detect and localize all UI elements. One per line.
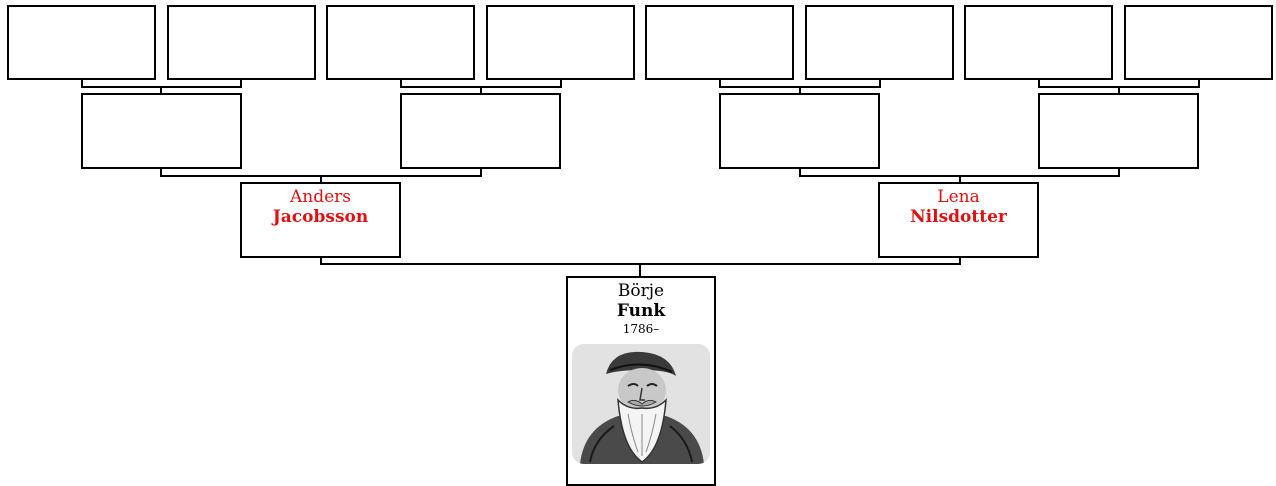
grandparent-box-3[interactable] (719, 93, 880, 169)
great-grandparent-box-5[interactable] (645, 5, 794, 80)
grandparent-box-2[interactable] (400, 93, 561, 169)
mother-surname: Nilsdotter (880, 207, 1037, 228)
father-given-name: Anders (242, 188, 399, 207)
father-box[interactable]: Anders Jacobsson (240, 182, 401, 258)
father-surname: Jacobsson (242, 207, 399, 228)
great-grandparent-box-4[interactable] (486, 5, 635, 80)
great-grandparent-box-6[interactable] (805, 5, 954, 80)
root-given-name: Börje (568, 282, 714, 301)
connector-parents (639, 263, 641, 277)
great-grandparent-box-2[interactable] (167, 5, 316, 80)
root-person-box[interactable]: Börje Funk 1786– (566, 276, 716, 486)
grandparent-box-4[interactable] (1038, 93, 1199, 169)
great-grandparent-box-7[interactable] (964, 5, 1113, 80)
great-grandparent-box-1[interactable] (7, 5, 156, 80)
grandparent-box-1[interactable] (81, 93, 242, 169)
root-surname: Funk (568, 301, 714, 322)
mother-box[interactable]: Lena Nilsdotter (878, 182, 1039, 258)
great-grandparent-box-3[interactable] (326, 5, 475, 80)
portrait-image (572, 344, 710, 464)
great-grandparent-box-8[interactable] (1124, 5, 1273, 80)
mother-given-name: Lena (880, 188, 1037, 207)
root-years: 1786– (568, 322, 714, 336)
